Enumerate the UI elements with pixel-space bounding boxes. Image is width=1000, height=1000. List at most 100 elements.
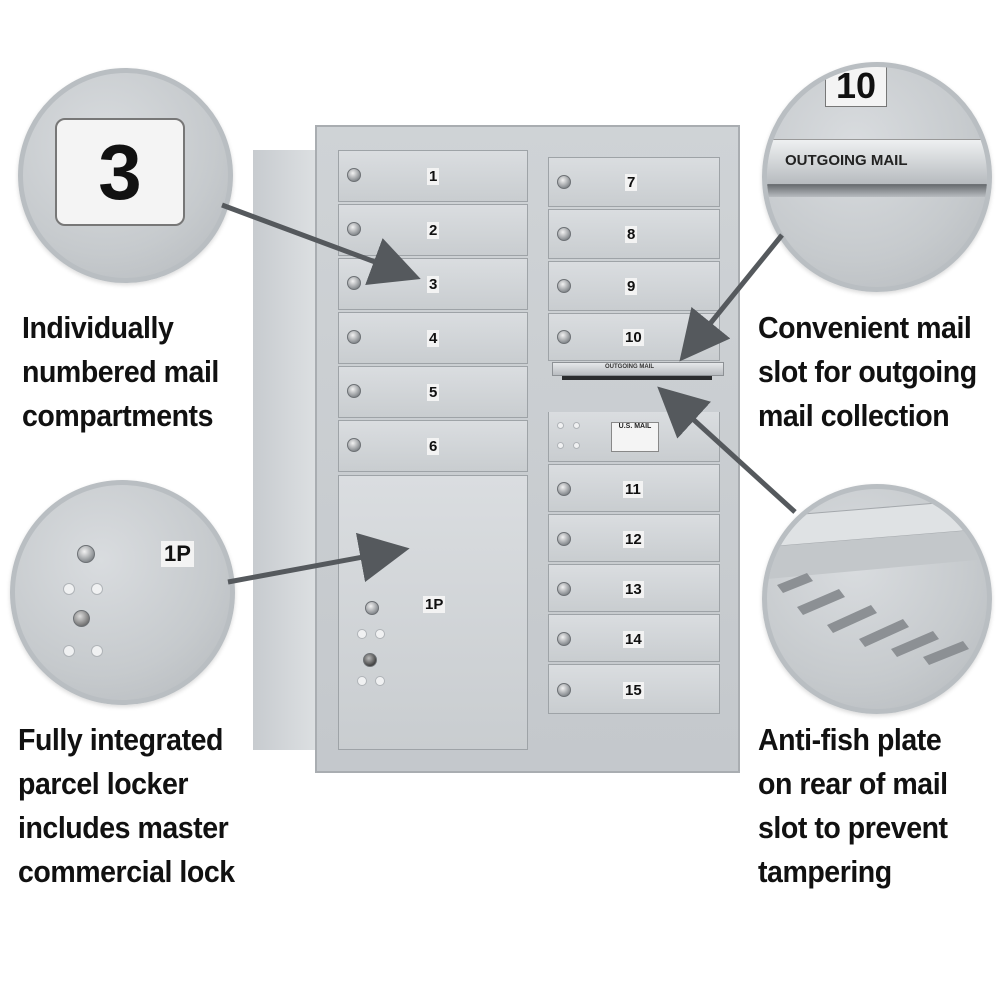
compartment-number: 2 [427, 222, 440, 239]
rivet-icon [357, 629, 367, 639]
lock-icon [557, 632, 571, 646]
arrow-to-parcel [227, 532, 410, 585]
lock-icon [347, 276, 361, 290]
zoom-circle-number: 3 [18, 68, 233, 283]
usmail-label: U.S. MAIL [618, 423, 652, 430]
compartment-number: 1 [427, 168, 440, 185]
lock-icon [347, 438, 361, 452]
compartment-door-5[interactable]: 5 [338, 366, 528, 418]
compartment-number: 7 [625, 174, 638, 191]
rivet-icon [573, 442, 580, 449]
parcel-locker-door[interactable]: 1P [338, 475, 528, 750]
caption-line: on rear of mail [758, 766, 948, 801]
cabinet-side-panel [253, 150, 323, 750]
lock-icon [557, 227, 571, 241]
compartment-number: 4 [427, 330, 440, 347]
rivet-icon [63, 645, 75, 657]
outgoing-mail-slot[interactable]: OUTGOING MAIL [552, 362, 724, 376]
zoom-circle-parcel: 1P [10, 480, 235, 705]
compartment-door-9[interactable]: 9 [548, 261, 720, 311]
compartment-door-14[interactable]: 14 [548, 614, 720, 662]
caption-line: tampering [758, 854, 892, 889]
lock-icon [347, 330, 361, 344]
compartment-number: 3 [427, 276, 440, 293]
caption-line: compartments [22, 398, 214, 433]
caption-line: slot to prevent [758, 810, 948, 845]
rivet-icon [375, 676, 385, 686]
compartment-number: 14 [623, 631, 644, 648]
zoom-circle-slot: 10 OUTGOING MAIL [762, 62, 992, 292]
zoom-slot-label: OUTGOING MAIL [785, 152, 908, 169]
rivet-icon [557, 422, 564, 429]
compartment-number: 11 [623, 481, 643, 498]
commercial-lock-icon [363, 653, 377, 667]
caption-line: parcel locker [18, 766, 189, 801]
compartment-door-11[interactable]: 11 [548, 464, 720, 512]
caption-anti-fish: Anti-fish plate on rear of mail slot to … [758, 718, 948, 894]
compartment-door-4[interactable]: 4 [338, 312, 528, 364]
zoom-circle-antifish [762, 484, 992, 714]
lock-icon [347, 384, 361, 398]
compartment-number: 12 [623, 531, 644, 548]
caption-line: commercial lock [18, 854, 235, 889]
lock-icon [557, 532, 571, 546]
rivet-icon [63, 583, 75, 595]
caption-outgoing-slot: Convenient mail slot for outgoing mail c… [758, 306, 977, 438]
compartment-number: 13 [623, 581, 644, 598]
compartment-number: 10 [623, 329, 644, 346]
caption-parcel-locker: Fully integrated parcel locker includes … [18, 718, 235, 894]
compartment-door-7[interactable]: 7 [548, 157, 720, 207]
lock-icon [557, 482, 571, 496]
parcel-locker-number: 1P [423, 596, 446, 613]
rivet-icon [573, 422, 580, 429]
lock-icon [557, 279, 571, 293]
zoom-slot-opening [767, 185, 987, 197]
master-lock-icon [77, 545, 95, 563]
lock-icon [347, 168, 361, 182]
usmail-plate: U.S. MAIL [611, 422, 659, 452]
caption-line: Convenient mail [758, 310, 972, 345]
rivet-icon [91, 645, 103, 657]
lock-icon [557, 582, 571, 596]
compartment-number: 8 [625, 226, 638, 243]
compartment-number: 6 [427, 438, 440, 455]
compartment-door-12[interactable]: 12 [548, 514, 720, 562]
zoom-number-tag: 3 [55, 118, 185, 226]
compartment-number: 9 [625, 278, 638, 295]
compartment-number: 15 [623, 682, 644, 699]
compartment-door-6[interactable]: 6 [338, 420, 528, 472]
rivet-icon [375, 629, 385, 639]
compartment-door-15[interactable]: 15 [548, 664, 720, 714]
caption-line: slot for outgoing [758, 354, 977, 389]
arrow-to-slot [679, 233, 784, 362]
arrow-to-number [221, 202, 421, 285]
master-lock-icon [365, 601, 379, 615]
caption-line: numbered mail [22, 354, 219, 389]
lock-icon [557, 683, 571, 697]
compartment-number: 5 [427, 384, 440, 401]
rivet-icon [357, 676, 367, 686]
rivet-icon [557, 442, 564, 449]
commercial-lock-icon [73, 610, 90, 627]
lock-icon [347, 222, 361, 236]
caption-line: Anti-fish plate [758, 722, 942, 757]
lock-icon [557, 330, 571, 344]
outgoing-mail-label: OUTGOING MAIL [605, 364, 654, 370]
arrow-to-antifish [657, 386, 797, 514]
anti-fish-plate-icon [767, 498, 987, 665]
mail-slot-opening [562, 376, 712, 380]
lock-icon [557, 175, 571, 189]
zoom-slot-number: 10 [825, 67, 887, 107]
zoom-parcel-tag: 1P [161, 541, 194, 567]
compartment-door-13[interactable]: 13 [548, 564, 720, 612]
zoom-slot-plate: OUTGOING MAIL [767, 139, 987, 186]
caption-numbered-compartments: Individually numbered mail compartments [22, 306, 219, 438]
compartment-door-8[interactable]: 8 [548, 209, 720, 259]
caption-line: mail collection [758, 398, 950, 433]
caption-line: Individually [22, 310, 174, 345]
caption-line: includes master [18, 810, 229, 845]
caption-line: Fully integrated [18, 722, 223, 757]
rivet-icon [91, 583, 103, 595]
compartment-door-1[interactable]: 1 [338, 150, 528, 202]
